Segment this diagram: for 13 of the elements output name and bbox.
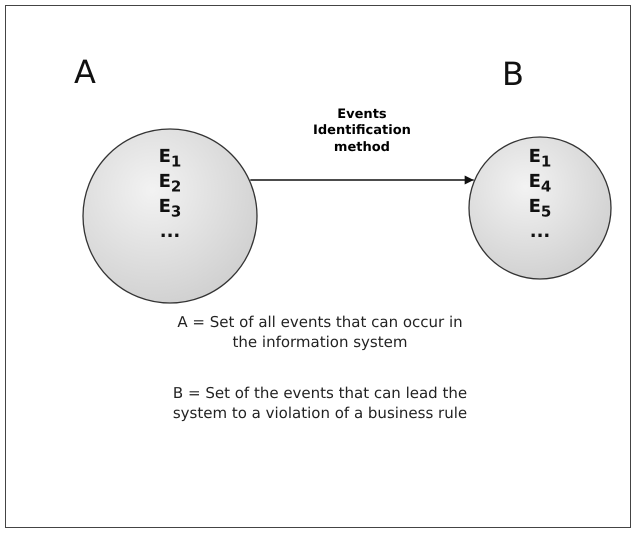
event-item: E$_{4}$ [528, 173, 552, 195]
definition-note: B = Set of the events that can lead the system to a violation of a business rule [172, 384, 468, 423]
event-item: ... [528, 223, 552, 241]
event-item: E$_{5}$ [528, 198, 552, 220]
set-name: B [502, 58, 524, 90]
arrow [250, 176, 474, 184]
event-item: E$_{1}$ [158, 148, 182, 170]
event-item: E$_{2}$ [158, 173, 182, 195]
event-item: E$_{3}$ [158, 198, 182, 220]
event-item: ... [158, 223, 182, 241]
set-name: A [74, 56, 96, 88]
event-item: E$_{1}$ [528, 148, 552, 170]
definition-note: A = Set of all events that can occur in the information system [176, 313, 464, 352]
